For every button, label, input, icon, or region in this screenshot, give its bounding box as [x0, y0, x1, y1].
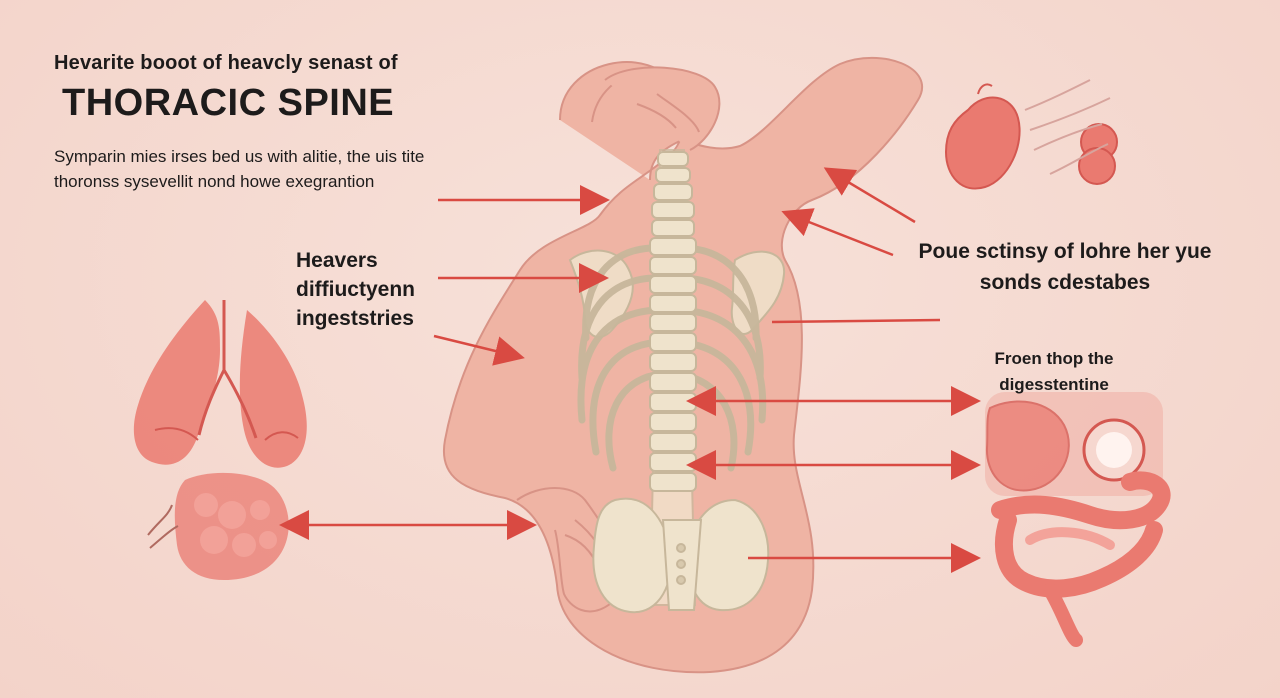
stomach-illustration: [985, 392, 1163, 496]
digestive-annotation-label: Froen thop the digesstentine: [984, 346, 1124, 398]
left-label-line-2: diffiuctyenn: [296, 278, 415, 301]
description-block: Symparin mies irses bed us with alitie, …: [54, 144, 444, 194]
right-label-line-2: sonds cdestabes: [979, 271, 1151, 294]
left-label-line-1: Heavers: [296, 249, 378, 272]
heart-illustration: [944, 79, 1118, 190]
description-line-2: thoronss sysevellit nond howe exegrantio…: [54, 172, 375, 191]
lungs-illustration: [133, 300, 307, 580]
pelvis-illustration: [592, 497, 770, 614]
right-annotation-label: Poue sctinsy of lohre her yue sonds cdes…: [900, 236, 1230, 298]
digestive-label-line-2: digesstentine: [999, 375, 1109, 394]
intestines-illustration: [991, 471, 1171, 647]
digestive-label-line-1: Froen thop the: [994, 349, 1114, 368]
description-line-1: Symparin mies irses bed us with alitie, …: [54, 147, 425, 166]
left-label-line-3: ingeststries: [296, 307, 414, 330]
right-label-line-1: Poue sctinsy of lohre her yue: [918, 240, 1212, 263]
left-annotation-label: Heavers diffiuctyenn ingeststries: [296, 246, 415, 333]
annotation-arrows: [279, 167, 981, 573]
diagram-subtitle: Hevarite booot of heavcly senast of: [54, 52, 398, 74]
diagram-title: THORACIC SPINE: [62, 82, 395, 124]
